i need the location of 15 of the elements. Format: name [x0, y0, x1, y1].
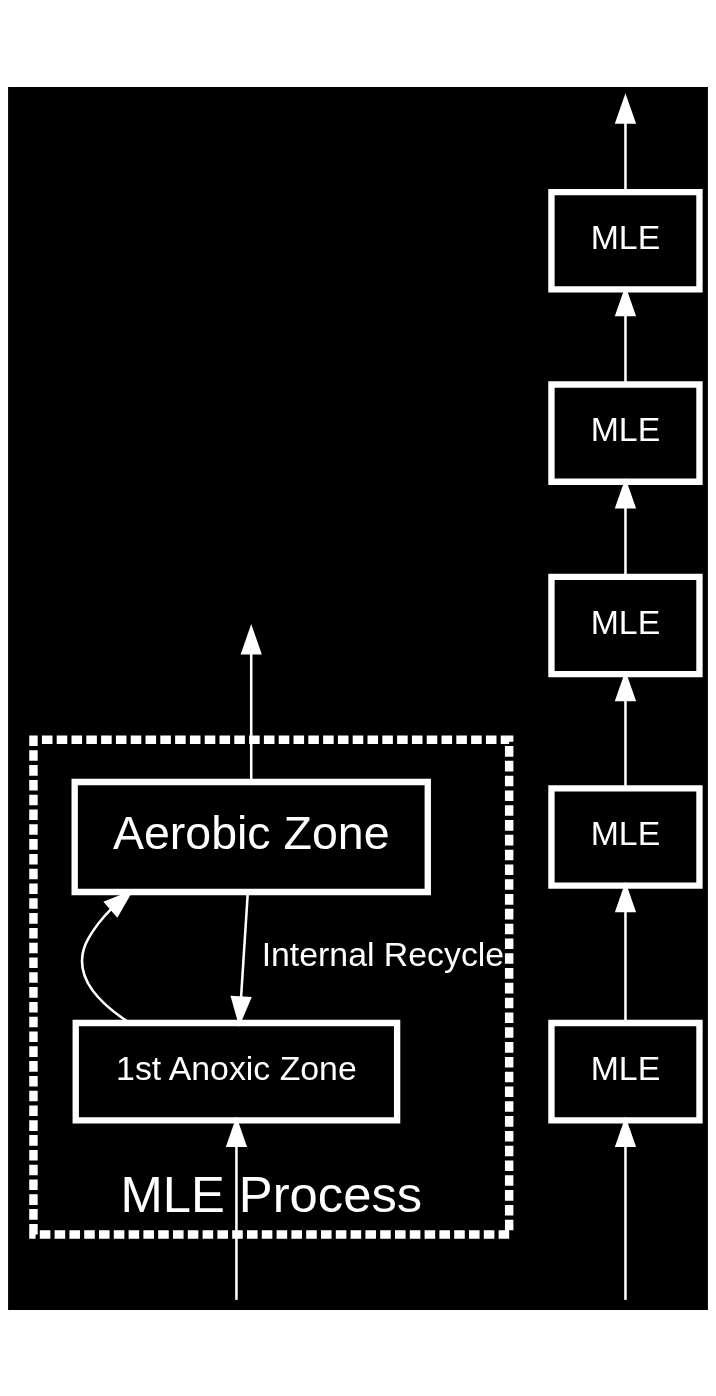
arrow [225, 1116, 248, 1300]
arrow [614, 1116, 637, 1300]
edge-label: Internal Recycle [261, 934, 505, 973]
node-box: MLE [548, 380, 703, 485]
node-box: 1st Anoxic Zone [72, 1019, 401, 1123]
node-box: MLE [548, 188, 703, 293]
node-box: MLE [548, 1019, 703, 1123]
arrow [614, 477, 637, 577]
node-box: MLE [548, 573, 703, 677]
arrow [614, 285, 637, 385]
arrow [614, 881, 637, 1023]
node-box: MLE [548, 784, 703, 889]
node-box: Aerobic Zone [71, 778, 431, 895]
arrow [614, 92, 637, 191]
arrow [240, 623, 262, 781]
